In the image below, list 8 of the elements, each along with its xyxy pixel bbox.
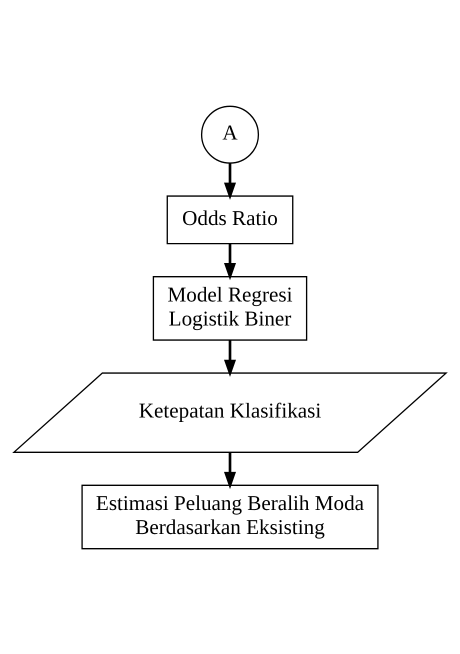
arrow (224, 340, 236, 376)
node-box: Odds Ratio (166, 194, 294, 244)
node-box: Estimasi Peluang Beralih Moda Berdasarkan Eksisting (81, 484, 379, 549)
arrow (224, 452, 236, 489)
node-box: Model Regresi Logistik Biner (152, 276, 308, 340)
arrow (224, 162, 236, 200)
node-circle: A (200, 105, 260, 164)
arrow (224, 243, 236, 280)
